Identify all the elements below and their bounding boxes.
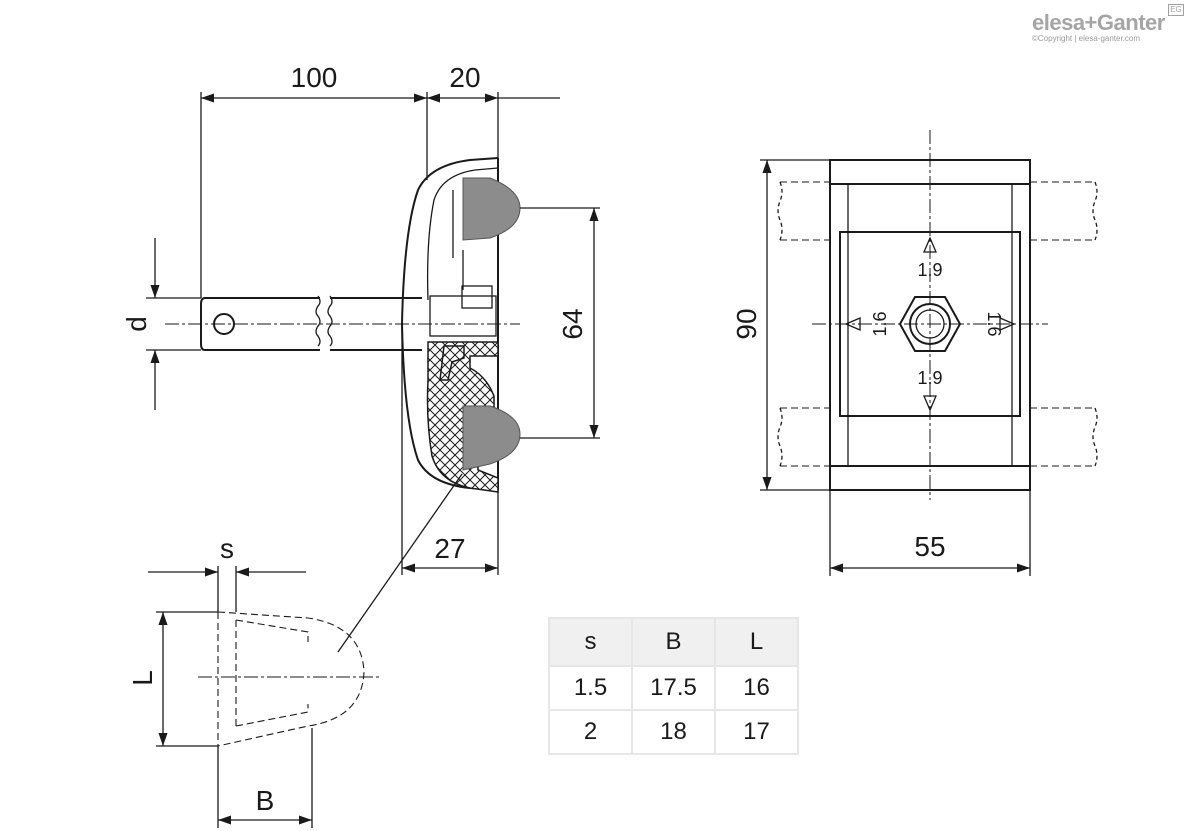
dim-55: 55 — [914, 531, 945, 562]
table-cell: 17.5 — [631, 665, 716, 711]
dim-20: 20 — [449, 62, 480, 93]
table-cell: 1.5 — [548, 665, 633, 711]
side-view: 100 20 d 64 — [121, 62, 600, 653]
col-header-B: B — [631, 617, 716, 667]
brand-name: elesa+Ganter — [1032, 10, 1165, 35]
brand-badge: EG — [1168, 4, 1184, 16]
table-cell: 2 — [548, 709, 633, 755]
dim-s: s — [220, 533, 234, 564]
dim-d: d — [121, 316, 152, 332]
hex-top-value: 1.9 — [917, 260, 942, 280]
table-row: 1.5 17.5 16 — [548, 665, 799, 711]
dim-B: B — [256, 785, 275, 816]
brand-copyright: ©Copyright | elesa-ganter.com — [1032, 34, 1141, 43]
dim-90: 90 — [731, 308, 762, 339]
front-view: 1.9 1.9 1.6 1.6 90 55 — [731, 130, 1098, 576]
table-row: 2 18 17 — [548, 709, 799, 755]
dim-L: L — [127, 670, 158, 686]
hex-left-value: 1.6 — [870, 311, 890, 336]
dim-64: 64 — [557, 308, 588, 339]
col-header-L: L — [714, 617, 799, 667]
detail-view: s L B — [127, 533, 382, 828]
col-header-s: s — [548, 617, 633, 667]
dim-27: 27 — [434, 533, 465, 564]
table-cell: 17 — [714, 709, 799, 755]
dim-100: 100 — [291, 62, 338, 93]
table-cell: 16 — [714, 665, 799, 711]
spec-table: s B L 1.5 17.5 16 2 18 17 — [548, 617, 799, 755]
table-cell: 18 — [631, 709, 716, 755]
hex-right-value: 1.6 — [984, 311, 1004, 336]
table-header-row: s B L — [548, 617, 799, 667]
hex-bottom-value: 1.9 — [917, 368, 942, 388]
brand-logo: elesa+Ganter ©Copyright | elesa-ganter.c… — [1032, 4, 1184, 46]
